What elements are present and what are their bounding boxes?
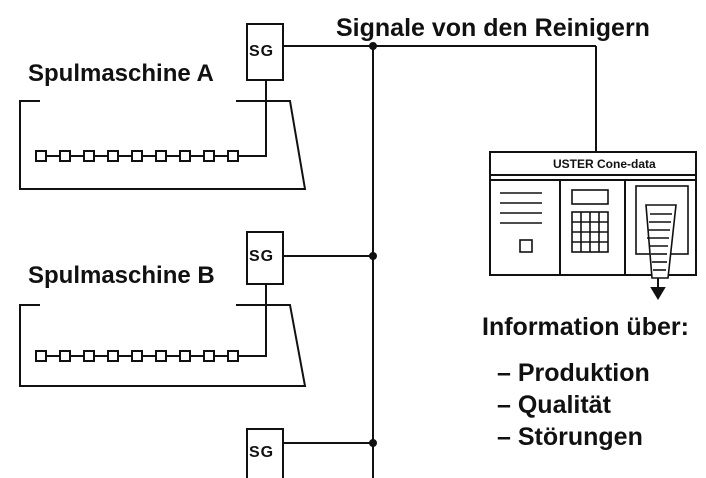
device-printer [635, 185, 689, 279]
info-heading: Information über: [482, 313, 689, 341]
machine-b-label: Spulmaschine B [28, 262, 215, 289]
device-left-panel [500, 192, 542, 253]
output-arrow-head [650, 287, 666, 300]
machine-b-spindles [35, 350, 248, 362]
sg-box-c [246, 428, 284, 478]
junction-b [369, 252, 377, 260]
info-item-qualitaet: – Qualität [497, 391, 611, 419]
junction-top [369, 42, 377, 50]
machine-a-spindles [35, 150, 248, 162]
machine-a-cable [248, 80, 267, 157]
device-keypad [571, 189, 609, 253]
sg-label-c: SG [249, 444, 275, 461]
machine-a-body [19, 100, 307, 190]
diagram-title: Signale von den Reinigern [336, 14, 650, 42]
cone-data-device [489, 151, 697, 300]
info-item-stoerungen: – Störungen [497, 423, 643, 451]
device-title: USTER Cone-data [553, 157, 656, 171]
sg-label-b: SG [249, 248, 275, 265]
info-item-produktion: – Produktion [497, 359, 650, 387]
machine-a-label: Spulmaschine A [28, 60, 214, 87]
junction-c [369, 439, 377, 447]
machine-b-body [19, 304, 307, 387]
sg-label-a: SG [249, 43, 275, 60]
machine-b-cable [248, 284, 267, 357]
